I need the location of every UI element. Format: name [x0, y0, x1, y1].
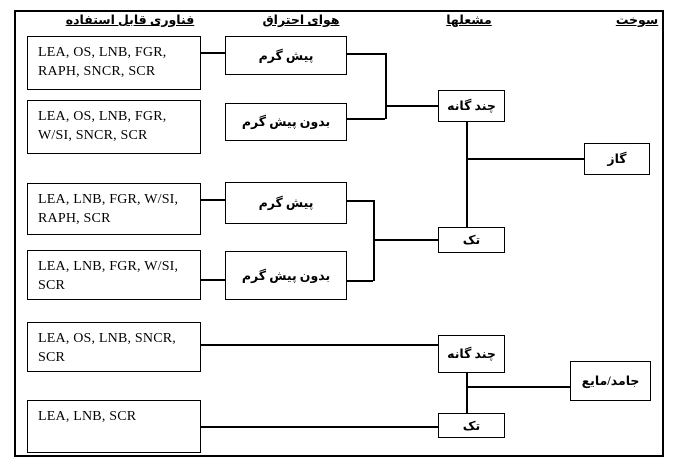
tech-box-text: RAPH, SCR: [38, 211, 111, 226]
air-box-no-preheat-2: بدون پیش گرم: [225, 251, 347, 300]
connector-line: [466, 373, 468, 413]
air-box-no-preheat-1: بدون پیش گرم: [225, 103, 347, 141]
connector-line: [201, 199, 225, 201]
fuel-box-gas: گاز: [584, 143, 650, 175]
connector-line: [347, 280, 373, 282]
tech-box-6: LEA, LNB, SCR: [27, 400, 201, 453]
air-box-preheat-2: پیش گرم: [225, 182, 347, 224]
tech-box-text: LEA, LNB, FGR, W/SI,: [38, 259, 179, 274]
connector-line: [466, 122, 468, 227]
burner-box-single-2: تک: [438, 413, 505, 438]
connector-line: [347, 53, 385, 55]
column-header-combustion-air: هوای احتراق: [262, 13, 340, 27]
tech-box-text: LEA, LNB, SCR: [38, 409, 137, 424]
burner-box-multiple-2: چند گانه: [438, 335, 505, 373]
connector-line: [201, 426, 438, 428]
connector-line: [466, 386, 570, 388]
column-header-fuel: سوخت: [615, 13, 659, 27]
tech-box-text: LEA, OS, LNB, FGR,: [38, 109, 167, 124]
connector-line: [347, 200, 373, 202]
connector-line: [347, 118, 385, 120]
connector-line: [373, 200, 375, 281]
connector-line: [466, 158, 584, 160]
tech-box-text: LEA, LNB, FGR, W/SI,: [38, 192, 179, 207]
tech-box-text: LEA, OS, LNB, FGR,: [38, 45, 167, 60]
connector-line: [201, 344, 438, 346]
connector-line: [385, 53, 387, 119]
air-box-preheat-1: پیش گرم: [225, 36, 347, 75]
tech-box-text: RAPH, SNCR, SCR: [38, 64, 156, 79]
tech-box-4: LEA, LNB, FGR, W/SI, SCR: [27, 250, 201, 300]
tech-box-text: SCR: [38, 278, 66, 293]
fuel-box-solid-liquid: جامد/مایع: [570, 361, 651, 401]
tech-box-text: SCR: [38, 350, 66, 365]
column-header-burners: مشعلها: [446, 13, 492, 27]
tech-box-1: LEA, OS, LNB, FGR, RAPH, SNCR, SCR: [27, 36, 201, 90]
burner-box-single-1: تک: [438, 227, 505, 253]
connector-line: [373, 239, 438, 241]
tech-box-5: LEA, OS, LNB, SNCR, SCR: [27, 322, 201, 372]
connector-line: [385, 105, 438, 107]
diagram-border: [14, 10, 664, 457]
tech-box-2: LEA, OS, LNB, FGR, W/SI, SNCR, SCR: [27, 100, 201, 154]
tech-box-3: LEA, LNB, FGR, W/SI, RAPH, SCR: [27, 183, 201, 235]
connector-line: [201, 279, 225, 281]
connector-line: [201, 52, 225, 54]
tech-box-text: LEA, OS, LNB, SNCR,: [38, 331, 176, 346]
burner-box-multiple-1: چند گانه: [438, 90, 505, 122]
tech-box-text: W/SI, SNCR, SCR: [38, 128, 148, 143]
column-header-technology: فناوری قابل استفاده: [65, 13, 195, 27]
